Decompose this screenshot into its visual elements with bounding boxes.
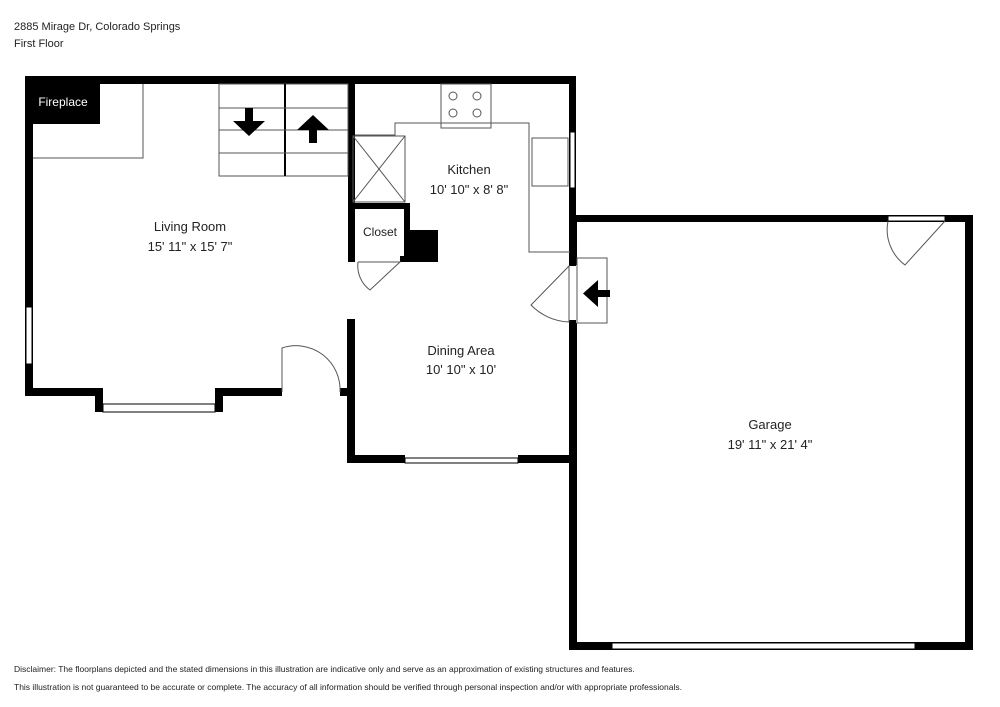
front-door: [281, 345, 341, 393]
kitchen-dims: 10' 10" x 8' 8": [430, 182, 509, 197]
kitchen-label: Kitchen: [447, 162, 490, 177]
garage-entry-door: [530, 264, 570, 323]
arrow-left-icon: [583, 280, 610, 307]
walls: [25, 76, 973, 650]
counter: [355, 122, 570, 253]
arrow-up-icon: [297, 115, 329, 143]
fireplace-label: Fireplace: [38, 95, 88, 109]
garage-side-door: [887, 215, 946, 222]
disclaimer-line-2: This illustration is not guaranteed to b…: [14, 682, 682, 692]
garage-label: Garage: [748, 417, 791, 432]
dining-label: Dining Area: [427, 343, 495, 358]
dining-dims: 10' 10" x 10': [426, 362, 496, 377]
address: 2885 Mirage Dr, Colorado Springs: [14, 21, 181, 33]
floor-label: First Floor: [14, 38, 64, 50]
hearth: [33, 84, 144, 159]
window-bottom: [102, 403, 216, 413]
garage-dims: 19' 11" x 21' 4": [728, 437, 813, 452]
arrow-down-icon: [233, 108, 265, 136]
living-room-dims: 15' 11" x 15' 7": [148, 239, 233, 254]
garage-side-door-swing: [886, 220, 946, 266]
window-left: [25, 306, 33, 365]
sink-icon: [531, 137, 569, 187]
closet-label: Closet: [363, 225, 398, 239]
closet-door: [357, 261, 402, 291]
stair-arrows: [233, 108, 610, 307]
stove-icon: [440, 83, 492, 129]
fireplace-block: [33, 84, 100, 124]
living-room-label: Living Room: [154, 219, 226, 234]
sliding-door: [404, 457, 519, 464]
garage-door: [611, 642, 916, 650]
disclaimer-line-1: Disclaimer: The floorplans depicted and …: [14, 664, 635, 674]
fridge-icon: [352, 135, 406, 203]
window-kitchen: [569, 131, 576, 189]
